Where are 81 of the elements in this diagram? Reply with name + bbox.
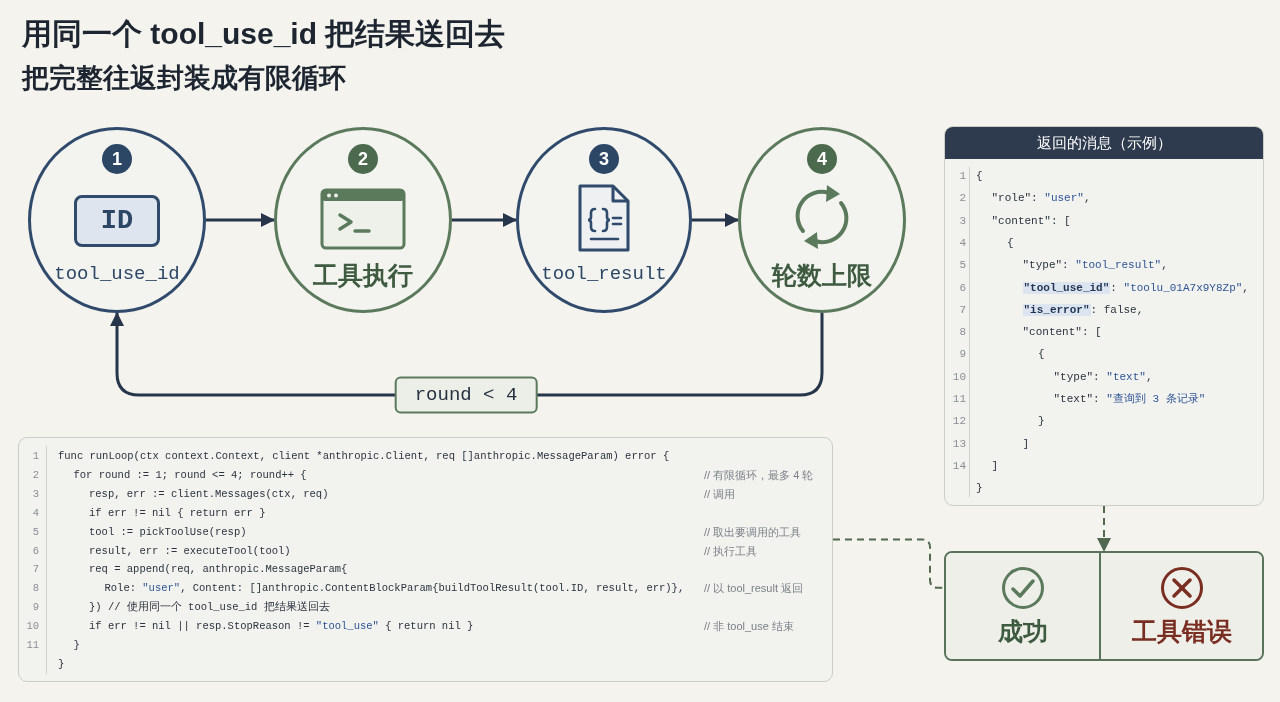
arrow [452,213,517,227]
line-number: 14 [952,458,966,474]
line-number: 9 [32,600,39,616]
line-number: 8 [32,581,39,597]
step-label: 轮数上限 [772,261,872,290]
code-line: "content": [ [1022,325,1102,341]
code-line: } [73,638,80,653]
step-number: 2 [348,144,378,174]
code-line: tool := pickToolUse(resp) [89,524,247,540]
dashed-arrow [1097,505,1111,552]
step-number: 3 [589,144,619,174]
code-line: resp, err := client.Messages(ctx, req) [89,486,329,502]
line-number: 13 [952,436,966,452]
line-number: 6 [959,280,966,296]
title: 用同一个 tool_use_id 把结果送回去 [22,16,506,52]
code-line: } [58,656,65,672]
line-number: 1 [959,169,966,184]
id-card: ID [74,195,160,247]
outcome-label: 工具错误 [1131,617,1232,646]
code-panel [18,437,833,682]
code-line: result, err := executeTool(tool) [89,543,291,559]
arrow [206,213,275,227]
code-line: req = append(req, anthropic.MessageParam{ [89,562,348,578]
line-number: 11 [952,392,966,407]
line-number: 4 [959,235,966,251]
code-line: ] [1022,436,1030,452]
code-line: "role": "user", [991,191,1091,207]
line-number: 9 [959,347,966,363]
outcome-label: 成功 [997,617,1048,646]
code-comment: // 取出要调用的工具 [704,524,802,540]
line-number: 2 [959,191,966,207]
code-line: ] [991,458,999,474]
line-number: 5 [32,524,39,540]
code-line: func runLoop(ctx context.Context, client *anthropic.Client, req []anthropic.MessageParam) error { [58,449,670,464]
code-comment: // 调用 [704,486,736,502]
code-comment: // 非 tool_use 结束 [704,619,794,635]
step-number: 4 [807,144,837,174]
code-comment: // 执行工具 [704,543,758,559]
code-line: { [976,169,983,184]
code-line: Role: "user", Content: []anthropic.ContentBlockParam{buildToolResult(tool.ID, result, err)}, [104,581,685,597]
code-comment: // 有限循环，最多 4 轮 [704,467,814,483]
line-number: 3 [32,486,39,502]
code-line: } [976,481,983,497]
line-number: 7 [32,562,39,578]
line-number: 1 [32,449,39,464]
step-label: tool_use_id [54,264,180,286]
arrow [692,213,739,227]
code-line: "content": [ [991,213,1071,229]
code-line: { [1007,235,1014,251]
edge-label: round < 4 [394,376,538,414]
line-number: 7 [959,302,966,318]
line-number: 8 [959,325,966,341]
code-line: for round := 1; round <= 4; round++ { [73,467,307,483]
outcome-cell [946,553,1101,659]
code-line: "tool_use_id": "toolu_01A7x9Y8Zp", [1022,280,1249,296]
code-line: { [1038,347,1045,363]
line-number: 10 [952,369,966,385]
line-number: 10 [26,619,39,635]
line-number: 6 [32,543,39,559]
code-line: "text": "查询到 3 条记录" [1053,392,1206,407]
step-label: 工具执行 [313,261,413,290]
line-number: 12 [952,414,966,430]
panel-header: 返回的消息（示例） [945,127,1263,159]
code-line: if err != nil { return err } [89,505,266,521]
code-line: "is_error": false, [1022,302,1144,318]
step-label: tool_result [541,264,667,286]
step-number: 1 [102,144,132,174]
code-line: "type": "text", [1053,369,1153,385]
code-line: if err != nil || resp.StopReason != "tool_use" { return nil } [89,619,474,635]
outcome-panel [944,551,1264,661]
code-line: }) // 使用同一个 tool_use_id 把结果送回去 [89,600,330,616]
line-number: 5 [959,258,966,274]
subtitle: 把完整往返封装成有限循环 [22,62,346,95]
code-line: "type": "tool_result", [1022,258,1168,274]
line-number: 2 [32,467,39,483]
line-number: 4 [32,505,39,521]
code-comment: // 以 tool_result 返回 [704,581,804,597]
code-line: } [1038,414,1045,430]
line-number: 11 [26,638,39,653]
line-number: 3 [959,213,966,229]
code-panel [944,126,1264,506]
